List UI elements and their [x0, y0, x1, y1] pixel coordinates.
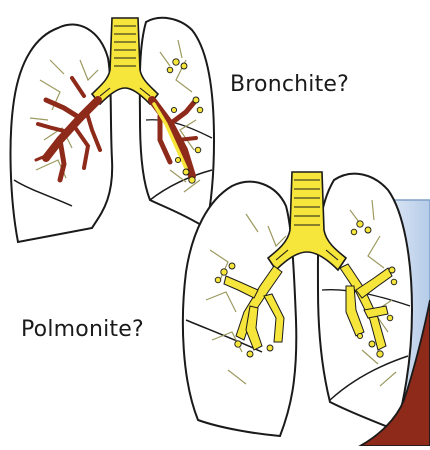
lungs-pneumonia — [183, 172, 430, 446]
label-bronchitis: Bronchite? — [230, 72, 349, 97]
label-pneumonia: Polmonite? — [21, 317, 144, 342]
lungs-bronchitis — [11, 18, 214, 242]
